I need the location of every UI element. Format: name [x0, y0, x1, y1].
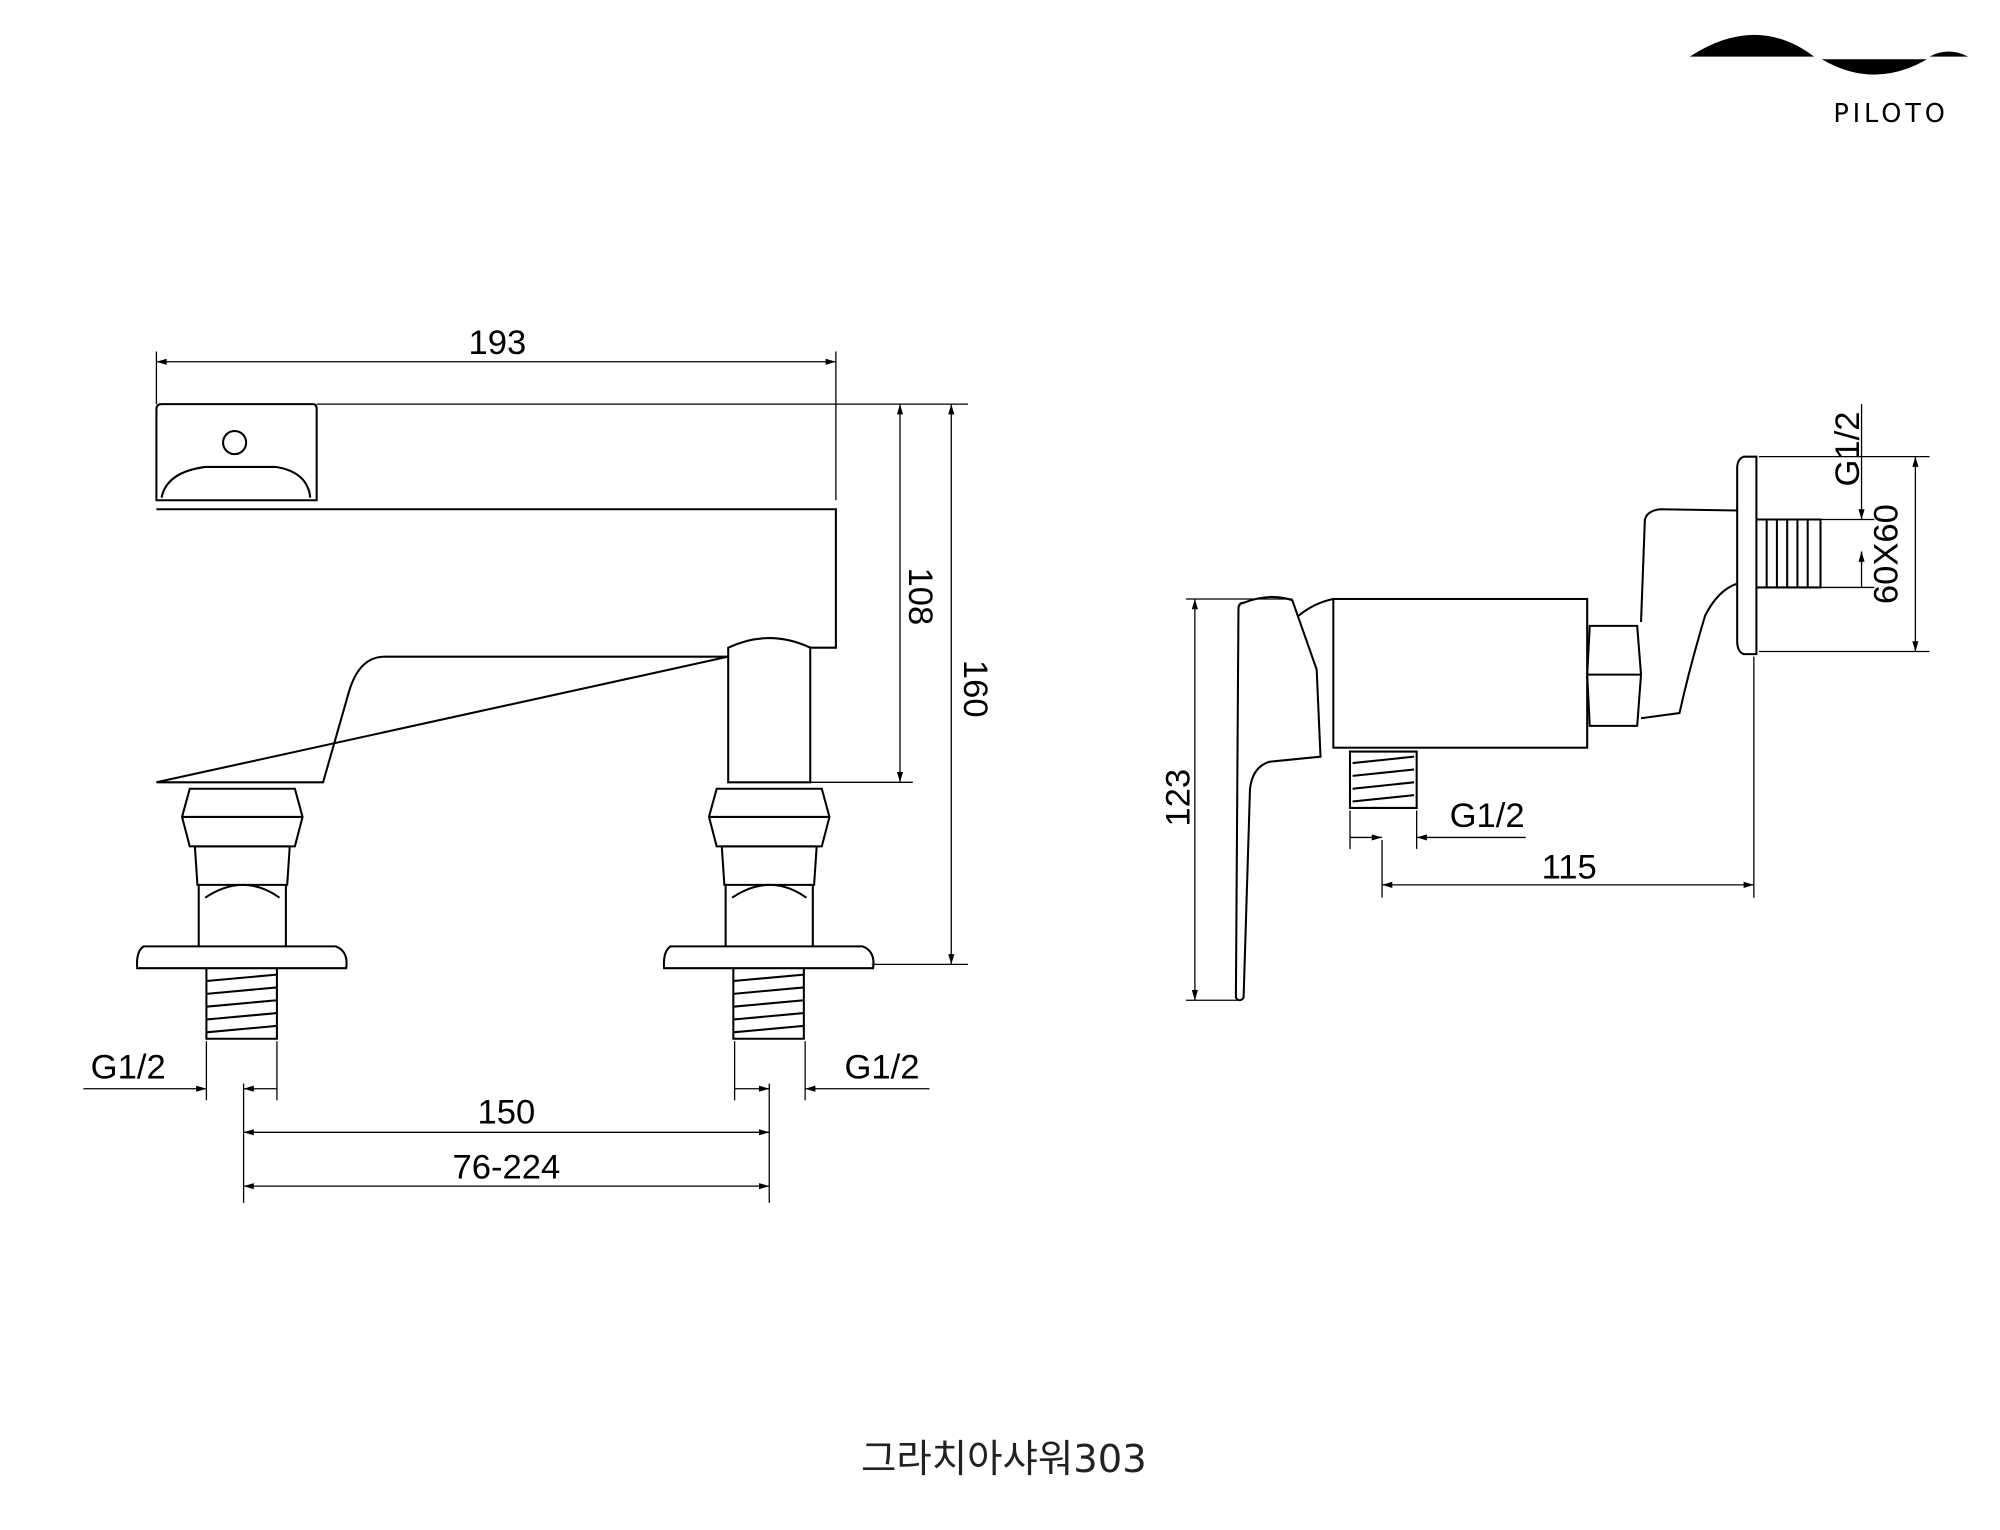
front-view: 193 108 160 G1/2 G1/2 150 76-224: [83, 324, 994, 1203]
wall-handle: [1640, 508, 1738, 720]
valve-body: [1332, 597, 1589, 749]
dimension-g12-wall: G1/2: [1829, 411, 1867, 486]
dimension-g12-left: G1/2: [91, 1048, 166, 1086]
dimension-193: 193: [469, 324, 527, 362]
wall-thread: [1756, 518, 1822, 589]
dimension-g12-right: G1/2: [845, 1048, 920, 1086]
piloto-logo: PILOTO: [1689, 34, 1968, 129]
brand-name: PILOTO: [1833, 99, 1948, 129]
wall-flange: [1736, 455, 1758, 656]
body: [156, 508, 837, 784]
dimension-g12-outlet: G1/2: [1450, 797, 1525, 835]
handle: [155, 403, 318, 502]
right-inlet: [662, 787, 875, 1040]
handle-indicator-icon: [222, 430, 248, 456]
outlet-thread: [1348, 750, 1418, 809]
dimension-76-224: 76-224: [453, 1148, 561, 1186]
spout: [727, 637, 812, 784]
side-view: 123 G1/2 115 60X60 G1/2: [1160, 404, 1930, 1002]
product-title: 그라치아샤워303: [861, 1437, 1147, 1482]
lever: [1234, 595, 1322, 1002]
dimension-108: 108: [901, 568, 939, 626]
dimension-150: 150: [478, 1093, 536, 1131]
dimension-160: 160: [956, 660, 994, 718]
dimension-123: 123: [1160, 769, 1198, 827]
dimension-115: 115: [1542, 848, 1597, 886]
left-inlet: [135, 787, 348, 1040]
nut: [1586, 624, 1643, 727]
